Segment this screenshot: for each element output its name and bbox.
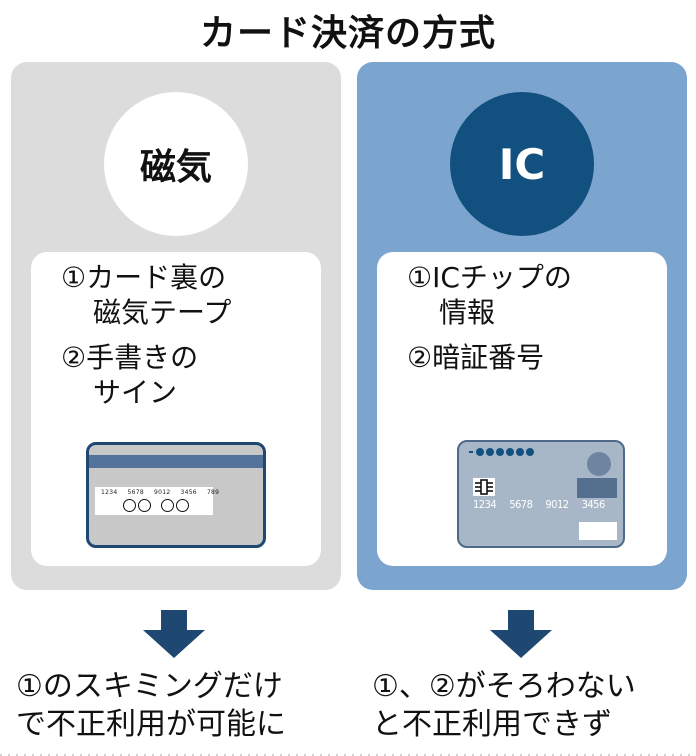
bottom-dashed-border bbox=[0, 754, 696, 756]
card-dots-icon bbox=[469, 448, 536, 456]
ic-label-circle: IC bbox=[450, 92, 594, 236]
signature-circle-icon bbox=[161, 499, 174, 512]
requirement-item: ①カード裏の 磁気テープ bbox=[61, 261, 232, 329]
requirement-item: ①ICチップの 情報 bbox=[407, 261, 572, 329]
ic-requirements-box: ①ICチップの 情報 ②暗証番号 bbox=[377, 252, 667, 566]
ic-panel: IC ①ICチップの 情報 ②暗証番号 bbox=[357, 62, 687, 590]
requirement-item: ②手書きの サイン bbox=[61, 341, 199, 409]
magnetic-label: 磁気 bbox=[139, 147, 212, 188]
magnetic-label-circle: 磁気 bbox=[104, 92, 248, 236]
ic-label: IC bbox=[498, 139, 546, 189]
signature-circle-icon bbox=[138, 499, 151, 512]
arrow-down-icon bbox=[143, 610, 205, 658]
card-mark-icon bbox=[577, 478, 617, 498]
page-title: カード決済の方式 bbox=[199, 13, 496, 54]
requirement-item: ②暗証番号 bbox=[407, 341, 545, 374]
arrow-down-icon bbox=[490, 610, 552, 658]
ic-result: ①、②がそろわない と不正利用できず bbox=[372, 669, 636, 742]
hologram-icon bbox=[587, 452, 611, 476]
ic-chip-icon bbox=[473, 478, 495, 496]
signature-circle-icon bbox=[123, 499, 136, 512]
magnetic-result: ①のスキミングだけ で不正利用が可能に bbox=[16, 669, 286, 742]
card-signature-box bbox=[579, 522, 617, 540]
signature-circle-icon bbox=[176, 499, 189, 512]
magnetic-stripe bbox=[89, 455, 263, 468]
